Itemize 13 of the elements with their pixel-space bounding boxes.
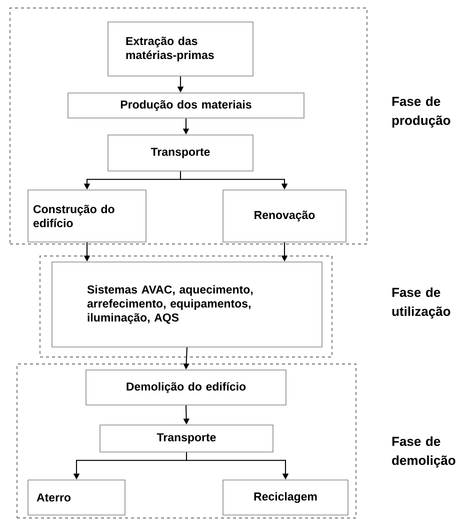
process-box: Transporte xyxy=(100,424,274,452)
process-box: Produção dos materiais xyxy=(68,92,304,118)
phase-label: Fase de produção xyxy=(392,96,450,128)
process-box: Demolição do edifício xyxy=(86,370,286,406)
phase-label: Fase de demolição xyxy=(392,436,456,468)
process-box: Renovação xyxy=(222,190,346,242)
process-box: Extração das matérias-primas xyxy=(108,22,254,76)
phase-label: Fase de utilização xyxy=(392,287,450,319)
process-box: Sistemas AVAC, aquecimento, arrefecimento, equipamentos, iluminação, AQS xyxy=(52,262,322,348)
process-box: Construção do edifício xyxy=(28,190,146,242)
process-box: Transporte xyxy=(108,134,254,172)
process-box: Aterro xyxy=(28,480,126,516)
process-box: Reciclagem xyxy=(222,480,348,516)
